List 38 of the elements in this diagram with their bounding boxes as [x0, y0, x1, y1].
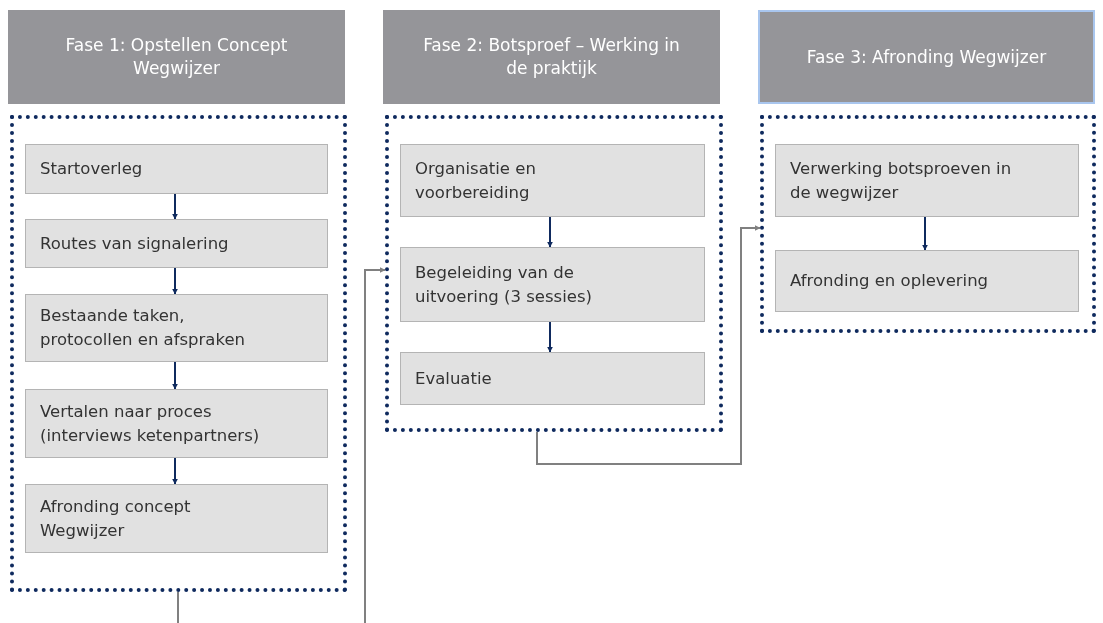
step-box	[400, 352, 705, 405]
arrow	[364, 267, 386, 623]
step-label: Evaluatie	[415, 367, 492, 390]
step-label: Vertalen naar proces (interviews ketenpartners)	[40, 400, 261, 447]
step-box	[775, 144, 1079, 217]
step-label: Bestaande taken, protocollen en afspraken	[40, 305, 247, 351]
step-label: Begeleiding van de uitvoering (3 sessies)	[415, 261, 593, 308]
step-label: Startoverleg	[40, 158, 143, 180]
step-label: Fase 1: Opstellen Concept Wegwijzer	[64, 34, 289, 80]
phase-header	[758, 10, 1095, 104]
step-box	[775, 250, 1079, 312]
phase-container	[10, 115, 347, 592]
phase-container	[760, 115, 1096, 333]
arrow	[172, 267, 178, 295]
step-box	[400, 247, 705, 322]
arrow	[172, 457, 178, 485]
step-box	[25, 294, 328, 362]
step-label: Fase 3: Afronding Wegwijzer	[806, 45, 1047, 69]
phase-container	[385, 115, 723, 432]
step-label: Verwerking botsproeven in de wegwijzer	[790, 157, 1013, 204]
arrow	[922, 216, 928, 251]
step-box	[25, 484, 328, 553]
step-label: Routes van signalering	[40, 232, 229, 255]
arrow	[547, 321, 553, 353]
step-box	[25, 389, 328, 458]
arrow	[547, 216, 553, 248]
step-box	[25, 219, 328, 268]
phase-header	[383, 10, 720, 104]
arrow	[536, 225, 761, 465]
arrow	[172, 193, 178, 220]
step-label: Fase 2: Botsproef – Werking in de praktijk	[422, 34, 681, 80]
phase-header	[8, 10, 345, 104]
step-label: Afronding en oplevering	[790, 270, 989, 292]
step-box	[25, 144, 328, 194]
arrow	[172, 361, 178, 390]
step-label: Afronding concept Wegwijzer	[40, 495, 192, 542]
step-box	[400, 144, 705, 217]
step-label: Organisatie en voorbereiding	[415, 157, 537, 204]
